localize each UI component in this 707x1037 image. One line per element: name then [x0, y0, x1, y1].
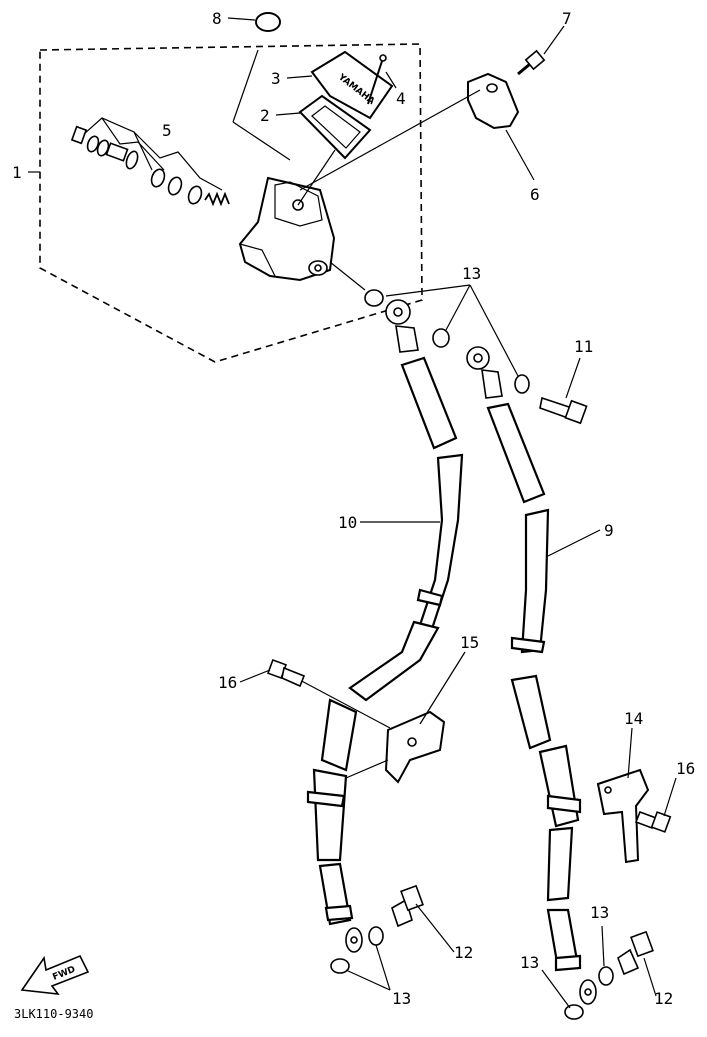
- hose-holder-part-15: [384, 710, 446, 784]
- assembly-outline: [39, 43, 423, 363]
- brake-hose-part-9: [466, 346, 597, 1005]
- callout-12: 12: [654, 989, 673, 1008]
- callout-3: 3: [271, 69, 281, 88]
- washer-part-13: [330, 958, 350, 974]
- screw-part-4: [367, 54, 387, 105]
- callout-16: 16: [218, 673, 237, 692]
- fwd-arrow-icon: FWD: [20, 954, 90, 995]
- diaphragm-part-2: [298, 94, 372, 160]
- piston-kit-part-5: [70, 117, 230, 207]
- callout-13: 13: [590, 903, 609, 922]
- callout-13: 13: [462, 264, 481, 283]
- callout-13: 13: [392, 989, 411, 1008]
- callout-8: 8: [212, 9, 222, 28]
- figure-code: 3LK110-9340: [14, 1007, 93, 1021]
- union-bolt-part-12: [617, 930, 654, 976]
- washer-part-13: [564, 1004, 584, 1020]
- cap-part-8: [255, 12, 281, 32]
- callout-2: 2: [260, 106, 270, 125]
- callout-7: 7: [562, 9, 572, 28]
- master-cylinder-body: [238, 176, 336, 282]
- union-bolt-part-12: [391, 884, 424, 928]
- callout-16: 16: [676, 759, 695, 778]
- callout-4: 4: [396, 89, 406, 108]
- callout-1: 1: [12, 163, 22, 182]
- washer-part-13: [368, 926, 384, 946]
- callout-11: 11: [574, 337, 593, 356]
- callout-9: 9: [604, 521, 614, 540]
- washer-part-13: [598, 966, 614, 986]
- bolt-part-16: [634, 810, 672, 833]
- washer-part-13: [432, 328, 450, 348]
- bolt-part-16: [267, 659, 306, 688]
- bracket-part-14: [596, 768, 650, 864]
- holder-part-6: [467, 72, 520, 130]
- washer-part-13: [514, 374, 530, 394]
- callout-14: 14: [624, 709, 643, 728]
- callout-5: 5: [162, 121, 172, 140]
- callout-10: 10: [338, 513, 357, 532]
- washer-part-13: [364, 289, 384, 307]
- brake-hose-part-10: [306, 299, 464, 953]
- union-bolt-part-11: [539, 396, 588, 425]
- callout-6: 6: [530, 185, 540, 204]
- callout-12: 12: [454, 943, 473, 962]
- callout-13: 13: [520, 953, 539, 972]
- callout-15: 15: [460, 633, 479, 652]
- bolt-part-7: [517, 49, 546, 76]
